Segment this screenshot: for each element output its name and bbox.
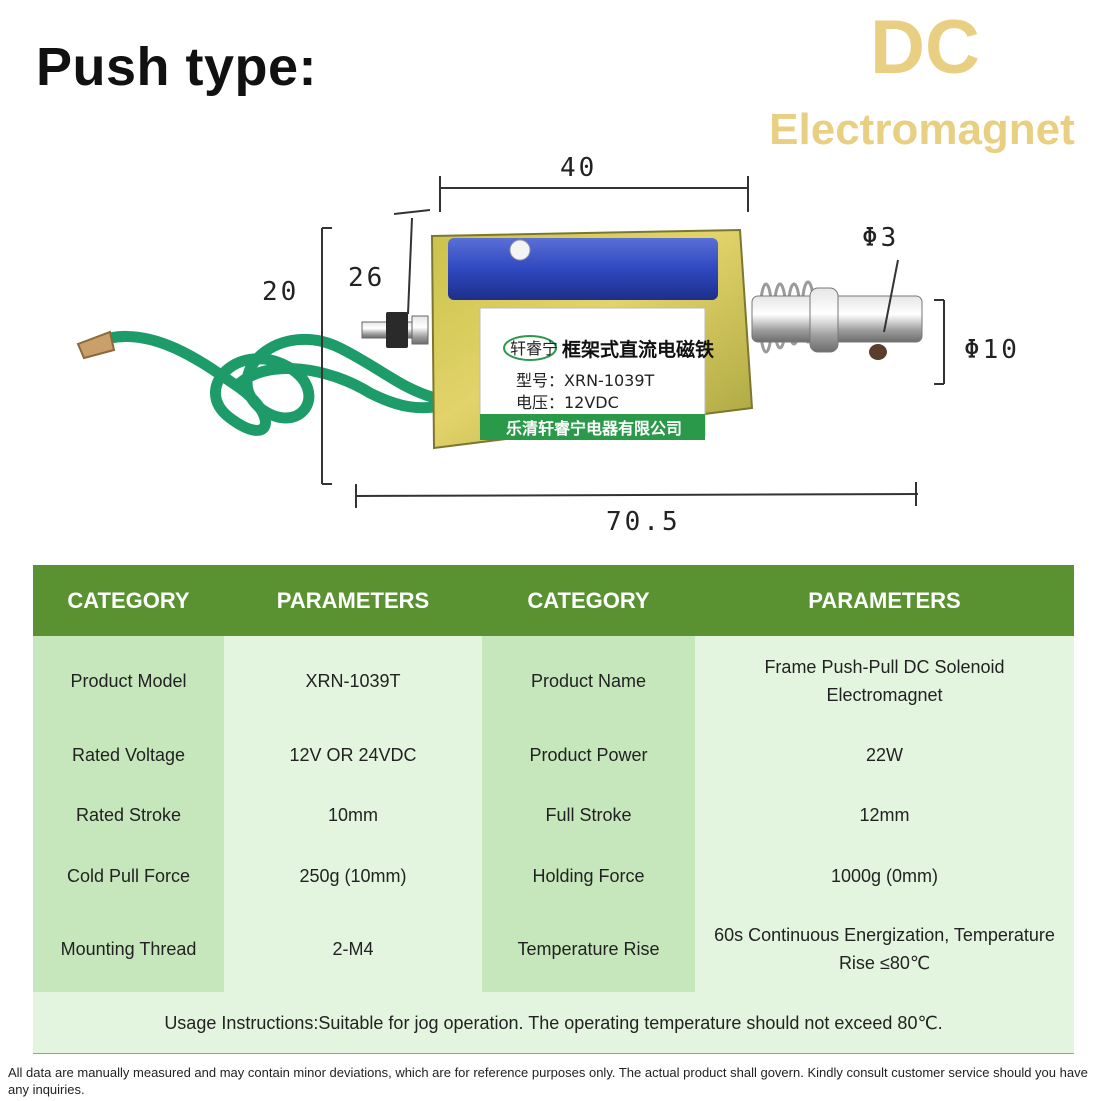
usage-row: Usage Instructions:Suitable for jog oper… (33, 992, 1074, 1054)
dimension-lines (321, 176, 945, 508)
table-row: Mounting Thread 2-M4 Temperature Rise 60… (33, 906, 1074, 992)
table-cell: 12V OR 24VDC (224, 726, 482, 784)
table-cell: Product Power (482, 726, 695, 784)
wire-tip-icon (76, 330, 116, 360)
label-company: 乐清轩睿宁电器有限公司 (506, 419, 682, 438)
table-row: Cold Pull Force 250g (10mm) Holding Forc… (33, 846, 1074, 906)
table-cell: 2-M4 (224, 906, 482, 992)
solenoid-drawing: 轩睿宁 框架式直流电磁铁 型号：XRN-1039T 电压：12VDC 乐清轩睿宁… (76, 153, 1020, 537)
label-model: 型号：XRN-1039T (516, 371, 655, 390)
lead-wire (104, 331, 446, 436)
dim-plunger-diameter: Φ10 (964, 335, 1020, 365)
footer-divider (33, 1053, 1074, 1054)
threaded-stud (361, 312, 429, 348)
table-cell: 250g (10mm) (224, 846, 482, 906)
spec-table: CATEGORY PARAMETERS CATEGORY PARAMETERS … (33, 565, 1074, 1054)
usage-instructions: Usage Instructions:Suitable for jog oper… (33, 992, 1074, 1054)
table-cell: Frame Push-Pull DC Solenoid Electromagne… (695, 636, 1074, 726)
brand-title-dc: DC (870, 5, 980, 90)
label-voltage: 电压：12VDC (516, 393, 619, 412)
table-cell: 22W (695, 726, 1074, 784)
table-cell: Holding Force (482, 846, 695, 906)
table-cell: Rated Voltage (33, 726, 224, 784)
header-category-2: CATEGORY (482, 565, 695, 636)
table-row: Rated Voltage 12V OR 24VDC Product Power… (33, 726, 1074, 784)
dim-body-length: 40 (560, 153, 597, 183)
brand-title-electromagnet: Electromagnet (769, 105, 1075, 154)
header-parameters-1: PARAMETERS (224, 565, 482, 636)
table-cell: 12mm (695, 784, 1074, 846)
dim-shaft-diameter: Φ3 (862, 223, 899, 253)
table-cell: 60s Continuous Energization, Temperature… (695, 906, 1074, 992)
plunger (751, 287, 923, 360)
dim-outer-height: 20 (262, 277, 299, 307)
label-product-name-cn: 框架式直流电磁铁 (562, 338, 714, 361)
table-row: Product Model XRN-1039T Product Name Fra… (33, 636, 1074, 726)
table-cell: Mounting Thread (33, 906, 224, 992)
table-cell: Full Stroke (482, 784, 695, 846)
product-diagram: 轩睿宁 框架式直流电磁铁 型号：XRN-1039T 电压：12VDC 乐清轩睿宁… (40, 118, 1070, 562)
table-cell: Rated Stroke (33, 784, 224, 846)
spec-table-header: CATEGORY PARAMETERS CATEGORY PARAMETERS (33, 565, 1074, 636)
table-cell: Cold Pull Force (33, 846, 224, 906)
solenoid-frame: 轩睿宁 框架式直流电磁铁 型号：XRN-1039T 电压：12VDC 乐清轩睿宁… (430, 228, 754, 450)
table-cell: 1000g (0mm) (695, 846, 1074, 906)
label-brand-badge: 轩睿宁 (510, 339, 558, 358)
table-cell: Temperature Rise (482, 906, 695, 992)
table-cell: XRN-1039T (224, 636, 482, 726)
table-cell: Product Model (33, 636, 224, 726)
table-cell: Product Name (482, 636, 695, 726)
table-row: Rated Stroke 10mm Full Stroke 12mm (33, 784, 1074, 846)
disclaimer-footnote: All data are manually measured and may c… (8, 1065, 1088, 1097)
dim-frame-height: 26 (348, 263, 385, 293)
page-heading: Push type: (36, 37, 318, 97)
dim-total-length: 70.5 (606, 507, 681, 537)
header-parameters-2: PARAMETERS (695, 565, 1074, 636)
table-cell: 10mm (224, 784, 482, 846)
header-category-1: CATEGORY (33, 565, 224, 636)
